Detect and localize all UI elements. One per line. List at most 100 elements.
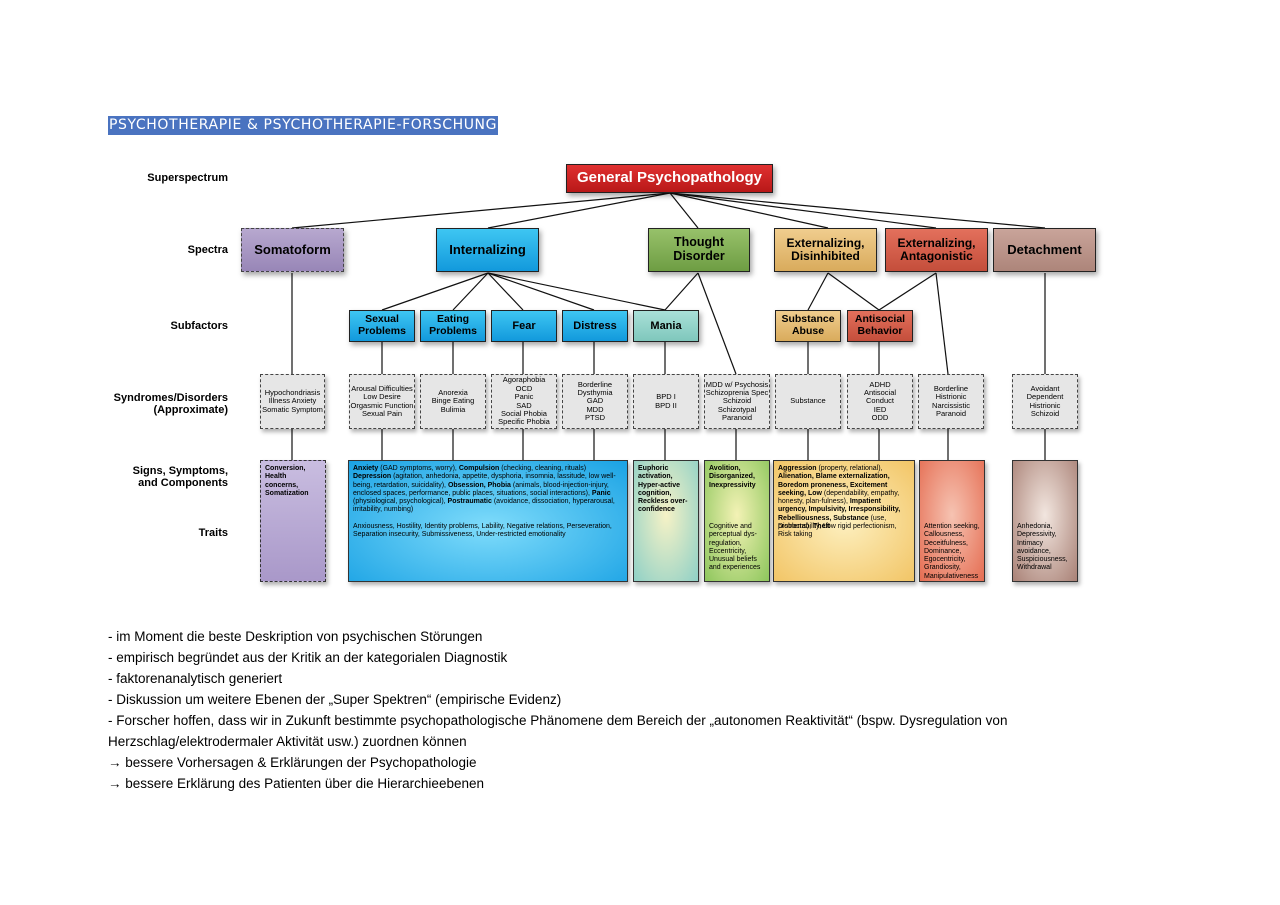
syndromes-substance: Substance <box>775 374 841 429</box>
panic-term: Panic <box>591 489 611 497</box>
syndrome-item: Illness Anxiety <box>268 396 317 406</box>
aggression-term: Aggression <box>778 465 817 472</box>
signs-antagonistic: Attention seeking, Callousness, Deceitfu… <box>919 460 985 582</box>
aggression-desc: (property, relational), <box>816 465 883 472</box>
depression-term: Depression <box>353 473 392 481</box>
hitop-diagram: Superspectrum Spectra Subfactors Syndrom… <box>108 152 1102 604</box>
traits-thought: Cognitive and perceptual dys-regulation,… <box>709 523 761 572</box>
syndrome-item: ADHD <box>869 379 891 389</box>
level-signs: Signs, Symptoms, and Components <box>108 465 228 489</box>
signs-mania-text: Euphoric activation, Hyper-active cognit… <box>638 465 688 514</box>
alienation-term: Alienation, Blame externalization, Bored… <box>778 473 890 497</box>
syndrome-item: Conduct <box>866 396 894 406</box>
bullet-3: - faktorenanalytisch generiert <box>108 671 283 686</box>
substance-line1: Substance <box>781 313 835 326</box>
syndrome-item: Dependent <box>1026 392 1064 402</box>
syndrome-item: Histrionic <box>935 392 967 402</box>
bullet-4: - Diskussion um weitere Ebenen der „Supe… <box>108 692 562 707</box>
arrow-icon: → <box>108 776 122 791</box>
level-traits: Traits <box>198 527 228 539</box>
obsession-term: Obsession, Phobia <box>447 481 511 489</box>
syndrome-item: Schizoid <box>1030 408 1060 418</box>
level-subfactors: Subfactors <box>170 320 228 332</box>
traits-detachment: Anhedonia, Depressivity, Intimacy avoida… <box>1017 523 1068 572</box>
phobia-desc: (animals, blood-injection-injury, enclos… <box>353 481 609 497</box>
syndrome-item: Schizoprenia Spec <box>705 387 769 397</box>
sexual-line2: Problems <box>358 325 406 337</box>
antisocial-line2: Behavior <box>857 325 903 337</box>
syndrome-item: Agoraphobia <box>502 375 546 385</box>
syndrome-item: Borderline <box>933 383 969 393</box>
signs-somatoform-text: Conversion, Health concerns, Somatizatio… <box>265 465 309 497</box>
syndrome-item: Schizotypal <box>717 404 757 414</box>
syndrome-item: Arousal Difficulties <box>351 383 413 393</box>
syndrome-item: Paranoid <box>721 413 752 423</box>
spectrum-externalizing-antagonistic: Externalizing, Antagonistic <box>885 228 988 272</box>
syndrome-item: IED <box>873 404 887 414</box>
anxiety-term: Anxiety <box>353 465 379 472</box>
syndrome-item: Antisocial <box>863 387 897 397</box>
compulsion-term: Compulsion <box>458 465 500 472</box>
syndrome-item: MDD w/ Psychosis <box>705 379 769 389</box>
syndrome-item: Sexual Pain <box>361 408 403 418</box>
syndrome-item: Histrionic <box>1029 400 1061 410</box>
level-signs-line1: Signs, Symptoms, <box>132 465 228 477</box>
signs-mania: Euphoric activation, Hyper-active cognit… <box>633 460 699 582</box>
bullet-5-continued: Herzschlag/elektrodermaler Aktivität usw… <box>108 734 467 749</box>
subfactor-substance-abuse: Substance Abuse <box>775 310 841 342</box>
eating-line2: Problems <box>429 325 477 337</box>
substance-desc: (use, problems), <box>778 514 887 530</box>
anxiety-desc: (GAD symptoms, worry), <box>378 465 459 472</box>
extdis-line2: Disinhibited <box>791 249 860 263</box>
syndrome-item: PTSD <box>584 413 605 423</box>
subfactor-eating-problems: Eating Problems <box>420 310 486 342</box>
arrow-line-1-text: bessere Vorhersagen & Erklärungen der Ps… <box>125 755 477 770</box>
syndrome-item: SAD <box>516 400 532 410</box>
syndrome-item: MDD <box>586 404 604 414</box>
syndrome-item: Anorexia <box>438 387 468 397</box>
sexual-line1: Sexual <box>365 313 399 326</box>
arrow-line-2: → bessere Erklärung des Patienten über d… <box>108 773 1188 794</box>
signs-somatoform: Conversion, Health concerns, Somatizatio… <box>260 460 326 582</box>
syndrome-item: BPD II <box>655 400 677 410</box>
level-syndromes-line2: (Approximate) <box>153 404 228 416</box>
syndrome-item: ODD <box>871 413 889 423</box>
posttraumatic-term: Postraumatic <box>447 498 492 505</box>
general-psychopathology-box: General Psychopathology <box>566 164 773 193</box>
syndrome-item: Dysthymia <box>577 387 613 397</box>
traits-internalizing: Anxiousness, Hostility, Identity problem… <box>353 523 612 539</box>
impatient-term: Impatient urgency, Impulsivity, Irrespon… <box>778 498 901 522</box>
compulsion-desc: (checking, cleaning, rituals) <box>499 465 587 472</box>
syndrome-item: Borderline <box>577 379 613 389</box>
syndrome-item: Somatic Symptom <box>262 404 323 414</box>
theft-term: Theft <box>813 522 831 530</box>
syndrome-item: Specific Phobia <box>498 417 550 427</box>
arrow-line-1: → bessere Vorhersagen & Erklärungen der … <box>108 752 1188 773</box>
bullet-2: - empirisch begründet aus der Kritik an … <box>108 650 508 665</box>
syndrome-item: Substance <box>790 396 826 406</box>
spectrum-internalizing: Internalizing <box>436 228 539 272</box>
signs-externalizing-components: Aggression (property, relational), Alien… <box>778 465 910 531</box>
spectrum-detachment: Detachment <box>993 228 1096 272</box>
signs-thought: Avolition, Disorganized, Inexpressivity … <box>704 460 770 582</box>
bullet-1: - im Moment die beste Deskription von ps… <box>108 629 483 644</box>
syndrome-item: BPD I <box>656 392 676 402</box>
syndrome-item: Social Phobia <box>501 408 547 418</box>
extant-line1: Externalizing, <box>897 235 976 250</box>
syndrome-item: OCD <box>515 383 533 393</box>
arrow-line-2-text: bessere Erklärung des Patienten über die… <box>125 776 484 791</box>
subfactor-distress: Distress <box>562 310 628 342</box>
body-text: - im Moment die beste Deskription von ps… <box>108 626 1188 794</box>
level-superspectrum: Superspectrum <box>147 172 228 184</box>
syndrome-item: Narcissistic <box>932 400 970 410</box>
level-syndromes: Syndromes/Disorders (Approximate) <box>108 392 228 416</box>
syndrome-item: Panic <box>514 392 534 402</box>
